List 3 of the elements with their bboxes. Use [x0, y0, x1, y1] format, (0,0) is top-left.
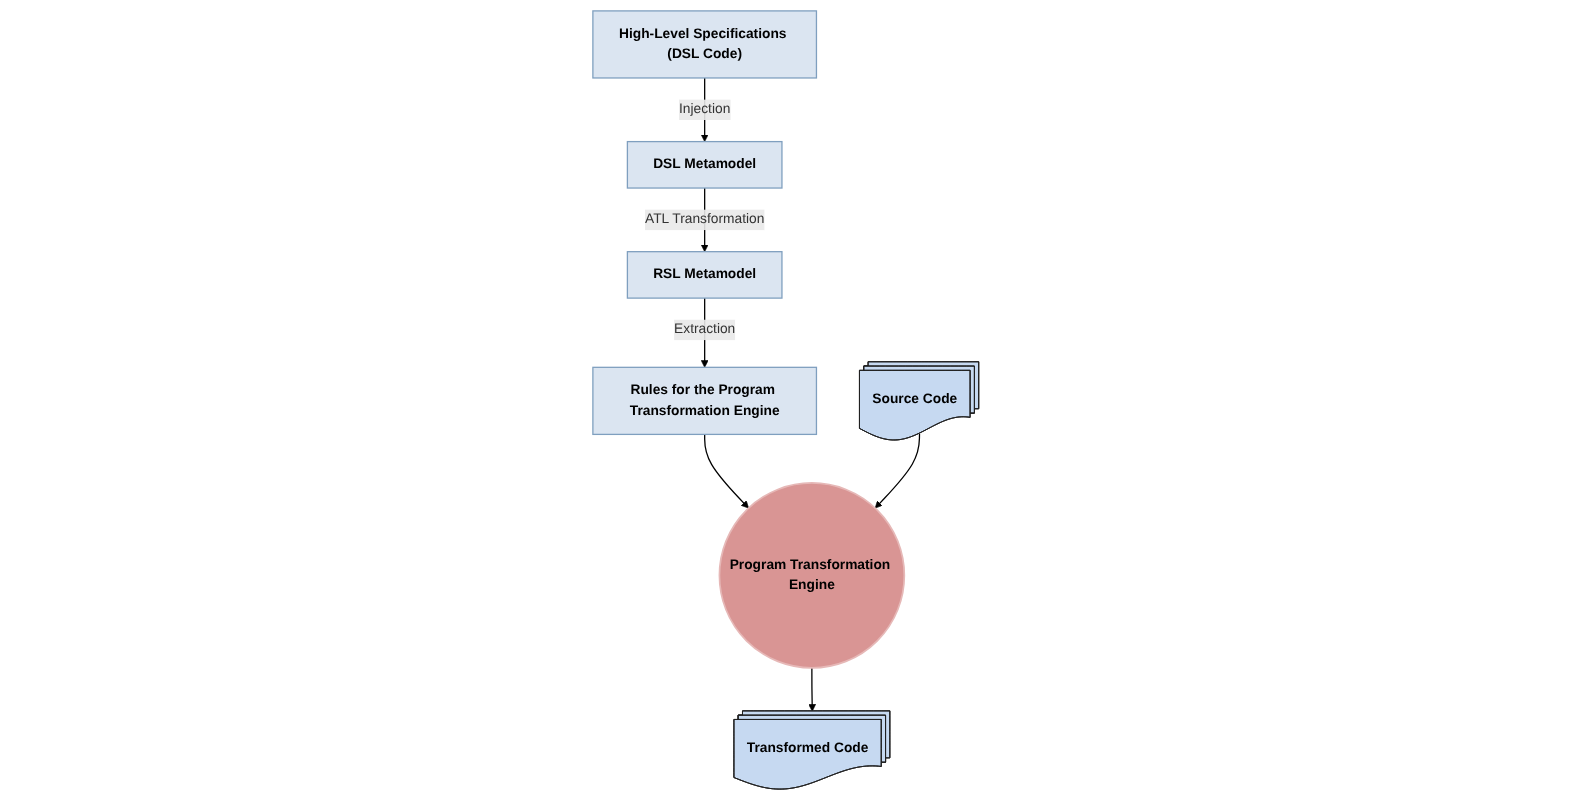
arrow [808, 667, 817, 712]
arrow [875, 433, 921, 509]
arrow [704, 433, 750, 509]
